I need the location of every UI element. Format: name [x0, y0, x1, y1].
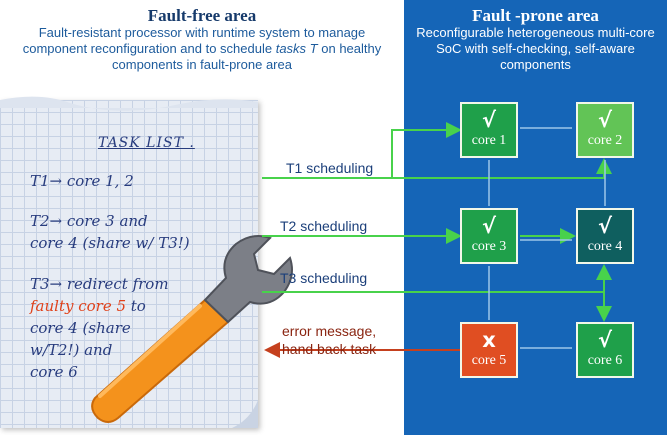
- error-line-2: hand back task: [282, 341, 377, 357]
- x-mark-icon: x: [482, 328, 496, 352]
- wrench-handle: [91, 298, 230, 423]
- core-3-label: core 3: [471, 239, 507, 254]
- task-line-7: w/T2!) and: [30, 341, 113, 359]
- t1-arrow-core2: [392, 158, 612, 179]
- fault-free-subtitle: Fault-resistant processor with runtime s…: [6, 25, 398, 73]
- t3-scheduling-label: T3 scheduling: [280, 270, 368, 286]
- task-line-5-rest: to: [126, 297, 146, 315]
- checkmark-icon: √: [481, 108, 496, 132]
- wrench-head: [203, 235, 293, 324]
- t1-scheduling-label: T1 scheduling: [286, 160, 374, 176]
- checkmark-icon: √: [597, 214, 612, 238]
- t1-arrow-core1: [262, 122, 462, 179]
- core-2: √core 2: [576, 102, 634, 158]
- task-line-5: faulty core 5 to: [30, 295, 146, 317]
- core-2-label: core 2: [587, 133, 623, 148]
- task-line-1: T1→ core 1, 2: [30, 172, 134, 190]
- core-4-label: core 4: [587, 239, 623, 254]
- core-mesh: [488, 127, 606, 349]
- core-4: √core 4: [576, 208, 634, 264]
- fault-prone-heading: Fault -prone area: [472, 6, 599, 25]
- core-3: √core 3: [460, 208, 518, 264]
- core-1: √core 1: [460, 102, 518, 158]
- task-line-8: core 6: [30, 363, 78, 381]
- checkmark-icon: √: [481, 214, 496, 238]
- checkmark-icon: √: [597, 328, 612, 352]
- core-6-label: core 6: [587, 353, 623, 368]
- t2-scheduling-label: T2 scheduling: [280, 218, 368, 234]
- fault-prone-subtitle: Reconfigurable heterogeneous multi-core …: [416, 25, 655, 72]
- error-line-1: error message,: [282, 323, 377, 339]
- subtitle-part-1: Fault-resistant processor with runtime s…: [22, 25, 366, 56]
- error-message-label: error message, hand back task: [282, 322, 376, 358]
- task-line-4: T3→ redirect from: [30, 275, 169, 293]
- subtitle-tasks: tasks T: [275, 41, 318, 56]
- task-line-6: core 4 (share: [30, 319, 131, 337]
- paper-corner: [232, 400, 258, 428]
- paper-top-edge: [0, 96, 258, 111]
- task-line-2: T2→ core 3 and: [30, 212, 148, 230]
- core-5-label: core 5: [471, 353, 507, 368]
- core-6: √core 6: [576, 322, 634, 378]
- faulty-core-5-label: faulty core 5: [30, 297, 127, 315]
- fault-free-heading: Fault-free area: [147, 6, 257, 25]
- task-line-3: core 4 (share w/ T3!): [30, 234, 190, 252]
- task-list-title: TASK LIST .: [98, 135, 195, 151]
- subtitle-part-2: on healthy components in fault-prone are…: [112, 41, 382, 72]
- core-1-label: core 1: [471, 133, 507, 148]
- checkmark-icon: √: [597, 108, 612, 132]
